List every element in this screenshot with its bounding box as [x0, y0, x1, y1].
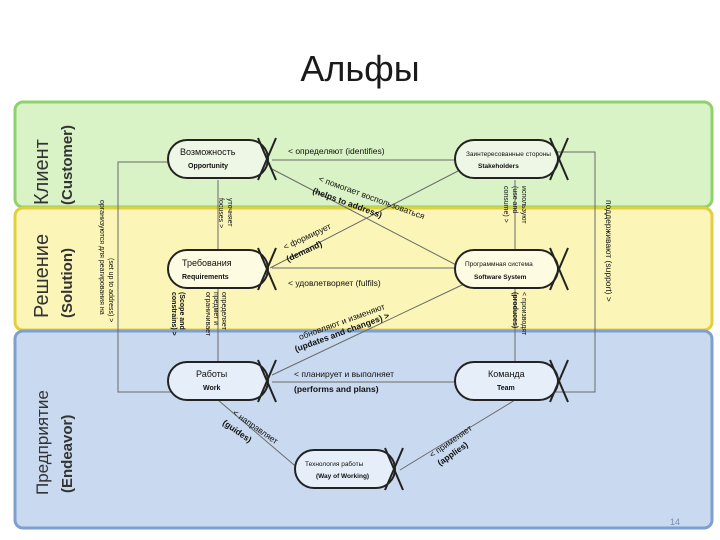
- stakeholders-ru: Заинтересованные стороны: [466, 151, 551, 158]
- rel-set-up-2: (set up to address) >: [107, 258, 114, 322]
- demand-line: [269, 169, 461, 269]
- opportunity-en: Opportunity: [188, 163, 228, 170]
- rel-scope-1: определяет: [220, 292, 227, 331]
- node-software-system: Программная система Software System: [454, 247, 569, 291]
- node-way-of-working: Технология работы (Way of Working): [294, 447, 404, 491]
- work-ru: Работы: [196, 369, 227, 379]
- rel-identifies: < определяют (identifies): [288, 146, 385, 156]
- page-title: Альфы: [300, 48, 420, 89]
- opportunity-ru: Возможность: [180, 147, 236, 157]
- node-requirements: Требования Requirements: [167, 247, 277, 291]
- requirements-en: Requirements: [182, 274, 229, 281]
- endeavor-label-ru: Предприятие: [33, 390, 52, 495]
- rel-use-consume-1: используют: [520, 186, 527, 224]
- node-stakeholders: Заинтересованные стороны Stakeholders: [454, 137, 569, 181]
- rel-focuses-1: уточняет: [226, 198, 233, 227]
- applies-line: [399, 399, 516, 471]
- rel-use-consume-2: (use and: [511, 186, 518, 213]
- requirements-ru: Требования: [182, 258, 232, 268]
- rel-fulfils: < удовлетворяет (fulfils): [288, 278, 381, 288]
- rel-focuses-2: focuses >: [217, 198, 224, 228]
- way-of-working-ru: Технология работы: [305, 460, 364, 468]
- set-up-line: [117, 161, 190, 393]
- customer-label-en: (Customer): [59, 125, 76, 205]
- solution-label-en: (Solution): [59, 248, 76, 318]
- work-en: Work: [203, 385, 220, 392]
- rel-performs-1: < планирует и выполняет: [294, 369, 394, 379]
- node-team: Команда Team: [454, 359, 569, 403]
- team-en: Team: [497, 385, 515, 392]
- rel-performs-2: (performs and plans): [294, 384, 379, 394]
- software-system-en: Software System: [474, 274, 527, 281]
- rel-scope-5: constrains) >: [170, 292, 177, 336]
- rel-scope-3: ограничивает: [204, 292, 211, 337]
- rel-produces-1: < производят: [520, 292, 527, 336]
- node-work: Работы Work: [167, 359, 277, 403]
- customer-label-ru: Клиент: [31, 139, 53, 205]
- solution-label-ru: Решение: [31, 234, 53, 318]
- endeavor-label-en: (Endeavor): [59, 415, 76, 493]
- guides-line: [217, 399, 301, 471]
- rel-set-up-1: организуются для реагирования на: [98, 200, 105, 315]
- node-opportunity: Возможность Opportunity: [167, 137, 277, 181]
- updates-line: [271, 284, 463, 376]
- rel-scope-4: (Scope and: [178, 292, 185, 330]
- way-of-working-en: (Way of Working): [316, 473, 369, 480]
- endeavor-band: [13, 329, 714, 530]
- page-number: 14: [670, 517, 681, 527]
- stakeholders-en: Stakeholders: [478, 163, 519, 170]
- team-ru: Команда: [488, 369, 525, 379]
- rel-support: поддерживают (support) >: [604, 200, 614, 302]
- rel-use-consume-3: consume) >: [502, 186, 509, 223]
- software-system-ru: Программная система: [465, 261, 533, 268]
- rel-scope-2: предмет и: [212, 292, 219, 325]
- rel-produces-2: (produces): [511, 292, 518, 328]
